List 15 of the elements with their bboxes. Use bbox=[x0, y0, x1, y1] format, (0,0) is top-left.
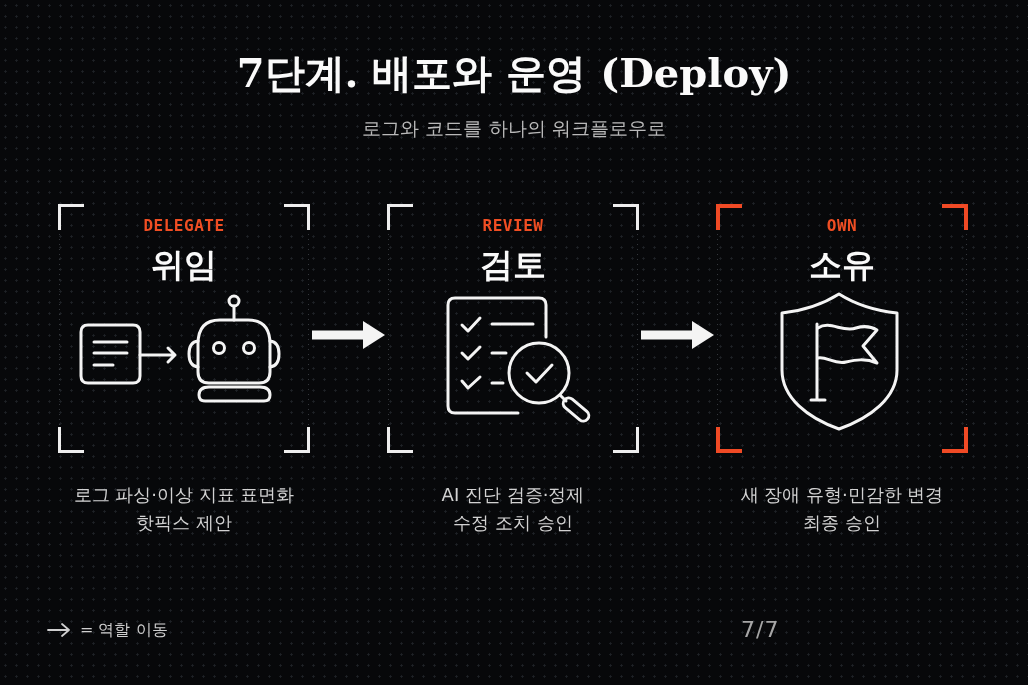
step-heading: 소유 bbox=[809, 244, 875, 286]
step-heading: 검토 bbox=[480, 244, 546, 286]
step-tag: REVIEW bbox=[482, 216, 544, 236]
arrow bbox=[641, 321, 714, 349]
title: 7단계. 배포와 운영 (Deploy) bbox=[236, 48, 792, 98]
arrow bbox=[312, 321, 385, 349]
subtitle: 로그와 코드를 하나의 워크플로우로 bbox=[362, 116, 666, 141]
step-caption: AI 진단 검증·정제 수정 조치 승인 bbox=[440, 483, 586, 535]
step-caption: 로그 파싱·이상 지표 표면화 핫픽스 제안 bbox=[72, 483, 296, 535]
legend-text: = 역할 이동 bbox=[80, 619, 168, 641]
step-tag: DELEGATE bbox=[143, 216, 225, 236]
step-tag: OWN bbox=[826, 216, 858, 236]
page-number: 7/7 bbox=[741, 616, 780, 644]
step-heading: 위임 bbox=[151, 244, 217, 286]
step-caption: 새 장애 유형·민감한 변경 최종 승인 bbox=[739, 483, 945, 535]
